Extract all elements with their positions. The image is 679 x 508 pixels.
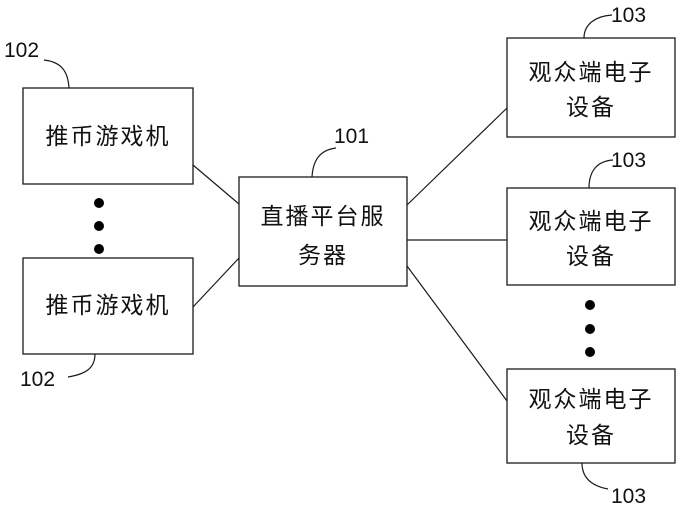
viewer-device-3-ref-leader [582,463,608,489]
server-ref-number: 101 [334,125,369,148]
viewer-device-1-ref-leader [584,15,612,38]
coin-machine-top-ref-number: 102 [4,39,39,62]
viewer-device-3-label-line-2: 设备 [566,423,616,449]
viewer-device-2-label-line-1: 观众端电子 [529,209,654,235]
viewer-device-1-node: 观众端电子 设备 103 [507,4,675,137]
server-node: 直播平台服 务器 101 [239,125,407,286]
ellipsis-dot [94,221,104,231]
ellipsis-dot [94,244,104,254]
viewer-device-1-label-line-2: 设备 [566,95,616,121]
coin-machine-ellipsis [94,198,104,254]
connector-server-to-viewer-device-1 [407,108,507,205]
viewer-device-3-label-line-1: 观众端电子 [529,387,654,413]
viewer-device-2-label-line-2: 设备 [566,244,616,270]
coin-machine-bottom-ref-leader [68,354,95,377]
viewer-device-1-label-line-1: 观众端电子 [529,60,654,86]
viewer-device-1-box [507,38,675,137]
coin-machine-top-node: 推币游戏机 102 [4,39,193,184]
viewer-device-3-node: 观众端电子 设备 103 [507,369,675,508]
server-label-line-2: 务器 [298,243,348,269]
viewer-device-2-ref-leader [589,160,613,188]
ellipsis-dot [585,300,595,310]
coin-machine-bottom-ref-number: 102 [20,368,55,391]
viewer-device-2-box [507,188,675,285]
viewer-device-2-ref-number: 103 [611,149,646,172]
server-ref-leader [312,148,336,177]
viewer-device-ellipsis [585,300,595,357]
server-box [239,177,407,286]
coin-machine-top-label: 推币游戏机 [46,124,171,150]
ellipsis-dot [585,324,595,334]
connector-server-to-viewer-device-3 [407,266,507,401]
viewer-device-1-ref-number: 103 [611,4,646,27]
coin-machine-bottom-label: 推币游戏机 [46,293,171,319]
connector-server-to-coin-machine-top [193,165,239,204]
coin-machine-top-ref-leader [44,60,69,88]
viewer-device-2-node: 观众端电子 设备 103 [507,149,675,285]
coin-machine-bottom-node: 推币游戏机 102 [20,258,193,391]
server-label-line-1: 直播平台服 [261,204,386,230]
ellipsis-dot [585,347,595,357]
connector-server-to-coin-machine-bottom [193,258,239,307]
ellipsis-dot [94,198,104,208]
viewer-device-3-ref-number: 103 [611,485,646,508]
